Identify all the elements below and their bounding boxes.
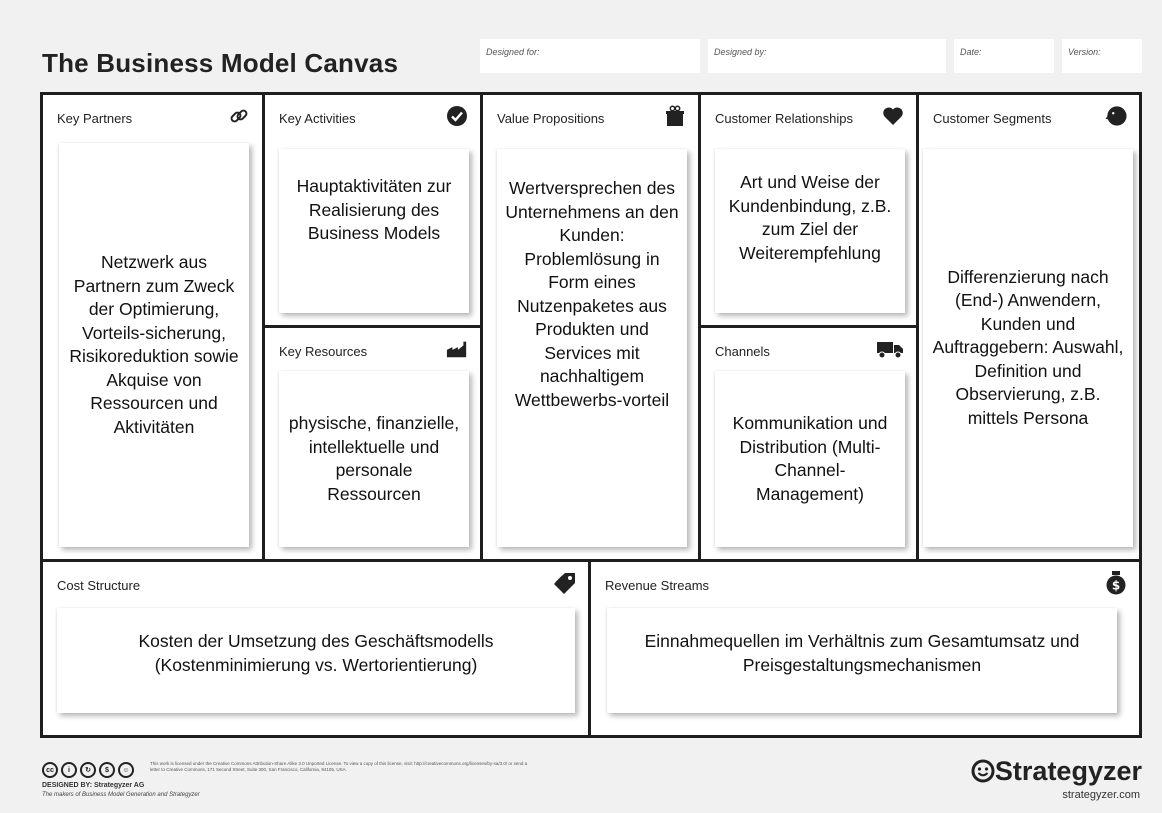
revenue-streams-title: Revenue Streams [605, 578, 710, 593]
designed-for-field[interactable]: Designed for: [480, 39, 700, 73]
revenue-streams-note[interactable]: Einnahmequellen im Verhältnis zum Gesamt… [607, 608, 1117, 713]
factory-icon [446, 338, 468, 360]
channels-title: Channels [715, 344, 770, 359]
value-propositions-title: Value Propositions [497, 111, 605, 126]
head-icon [1105, 105, 1127, 127]
makers-tagline: The makers of Business Model Generation … [42, 792, 200, 798]
customer-relationships-block: Customer Relationships Art und Weise der… [701, 95, 919, 328]
heart-icon [882, 105, 904, 127]
license-icons: cc i ↻ $ ☺ [42, 762, 134, 778]
key-partners-block: Key Partners Netzwerk aus Partnern zum Z… [43, 95, 265, 562]
value-propositions-block: Value Propositions Wertversprechen des U… [483, 95, 701, 562]
key-activities-title: Key Activities [279, 111, 356, 126]
key-activities-block: Key Activities Hauptaktivitäten zur Real… [265, 95, 483, 328]
attribution-icon: i [61, 762, 77, 778]
key-activities-note[interactable]: Hauptaktivitäten zur Realisierung des Bu… [279, 149, 469, 313]
money-bag-icon: $ [1105, 571, 1127, 595]
check-circle-icon [446, 105, 468, 127]
person-icon: ☺ [118, 762, 134, 778]
value-propositions-note[interactable]: Wertversprechen des Unternehmens an den … [497, 149, 687, 547]
share-alike-icon: ↻ [80, 762, 96, 778]
cost-structure-block: Cost Structure Kosten der Umsetzung des … [43, 562, 591, 735]
date-label: Date: [960, 47, 982, 57]
business-model-canvas: Key Partners Netzwerk aus Partnern zum Z… [40, 92, 1142, 738]
channels-block: Channels Kommunikation und Distribution … [701, 328, 919, 562]
channels-note[interactable]: Kommunikation und Distribution (Multi-Ch… [715, 371, 905, 547]
date-field[interactable]: Date: [954, 39, 1054, 73]
truck-icon [876, 338, 904, 360]
svg-text:$: $ [1112, 579, 1120, 593]
designed-for-label: Designed for: [486, 47, 540, 57]
license-text: This work is licensed under the Creative… [150, 761, 528, 772]
key-partners-note[interactable]: Netzwerk aus Partnern zum Zweck der Opti… [59, 143, 249, 547]
customer-relationships-note[interactable]: Art und Weise der Kundenbindung, z.B. zu… [715, 149, 905, 313]
designed-by-field[interactable]: Designed by: [708, 39, 946, 73]
customer-relationships-title: Customer Relationships [715, 111, 854, 126]
cost-structure-title: Cost Structure [57, 578, 141, 593]
brand-url[interactable]: strategyzer.com [1062, 789, 1140, 801]
gift-icon [664, 105, 686, 127]
link-icon [228, 105, 250, 127]
noncommercial-icon: $ [99, 762, 115, 778]
strategyzer-logo: Strategyzer [971, 756, 1142, 787]
customer-segments-block: Customer Segments Differenzierung nach (… [919, 95, 1139, 562]
cc-icon: cc [42, 762, 58, 778]
page-title: The Business Model Canvas [42, 48, 399, 78]
customer-segments-title: Customer Segments [933, 111, 1052, 126]
price-tag-icon [554, 572, 576, 594]
version-label: Version: [1068, 47, 1101, 57]
customer-segments-note[interactable]: Differenzierung nach (End-) Anwendern, K… [923, 149, 1133, 547]
designed-by-label: Designed by: [714, 47, 767, 57]
key-resources-block: Key Resources physische, finanzielle, in… [265, 328, 483, 562]
revenue-streams-block: Revenue Streams $ Einnahmequellen im Ver… [591, 562, 1139, 735]
key-resources-note[interactable]: physische, finanzielle, intellektuelle u… [279, 371, 469, 547]
version-field[interactable]: Version: [1062, 39, 1142, 73]
key-resources-title: Key Resources [279, 344, 368, 359]
designed-by-credit: DESIGNED BY: Strategyzer AG [42, 782, 145, 789]
strategyzer-logo-icon [971, 759, 995, 783]
cost-structure-note[interactable]: Kosten der Umsetzung des Geschäftsmodell… [57, 608, 575, 713]
key-partners-title: Key Partners [57, 111, 133, 126]
brand-name: Strategyzer [994, 756, 1142, 786]
